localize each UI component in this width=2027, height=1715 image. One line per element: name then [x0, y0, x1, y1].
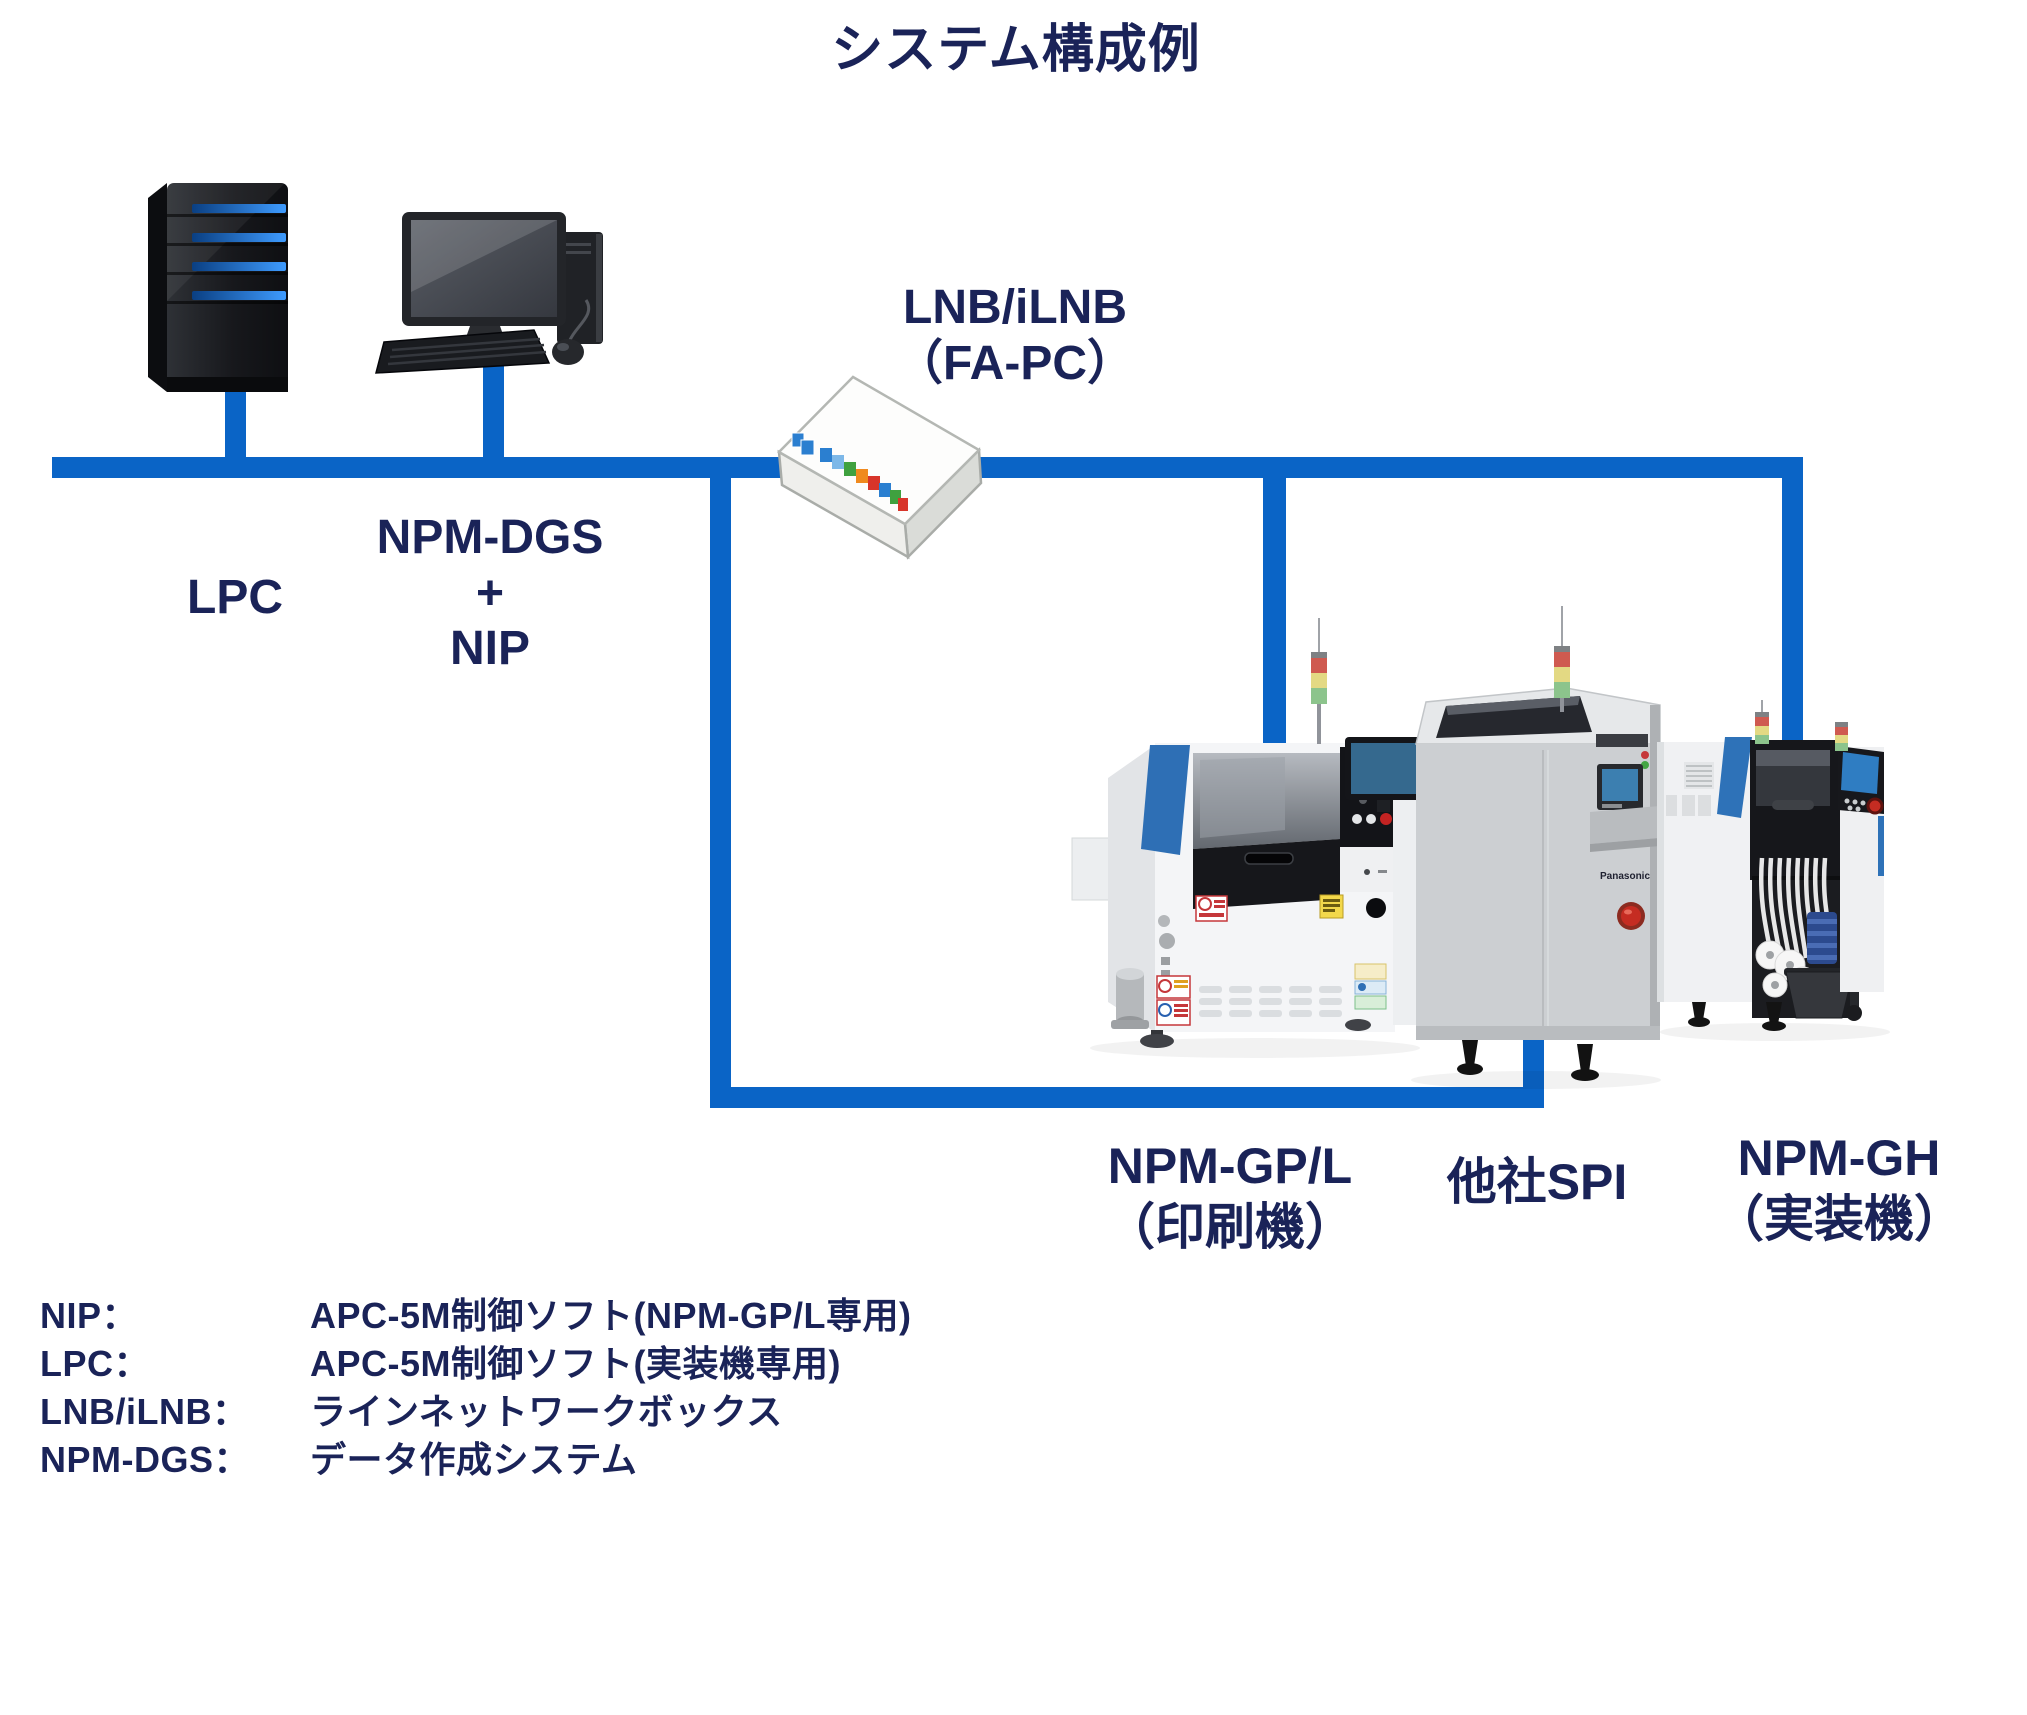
- label-npm-gh: NPM-GH （実装機）: [1714, 1128, 1964, 1250]
- legend-desc: ラインネットワークボックス: [310, 1391, 783, 1432]
- machines-illustration: Panasonic: [1071, 606, 1890, 1089]
- legend-term: LPC：: [40, 1343, 151, 1384]
- legend-row: LPC： APC-5M制御ソフト(実装機専用): [40, 1340, 911, 1388]
- machine-npm-gpl-icon: [1071, 618, 1422, 1048]
- label-npm-dgs-line3: NIP: [449, 622, 531, 676]
- signal-tower-icon: [1755, 700, 1769, 744]
- legend-desc: APC-5M制御ソフト(NPM-GP/L専用): [310, 1295, 912, 1336]
- loop-vertical-line: [710, 477, 731, 1108]
- server-drop-line: [225, 386, 246, 457]
- svg-text:Panasonic: Panasonic: [1600, 871, 1650, 882]
- server-icon: [148, 183, 288, 392]
- pc-drop-line: [483, 362, 504, 457]
- loop-horizontal-line: [710, 1087, 1544, 1108]
- label-npm-dgs-nip: NPM-DGS + NIP: [377, 510, 604, 677]
- network-lines: [52, 362, 1803, 1108]
- legend-term: NPM-DGS：: [40, 1439, 250, 1480]
- legend-term: LNB/iLNB：: [40, 1391, 249, 1432]
- printer-drop-line: [1263, 477, 1286, 743]
- page-title: システム構成例: [831, 21, 1201, 79]
- signal-tower-icon: [1554, 606, 1570, 712]
- label-npm-gpl: NPM-GP/L （印刷機）: [1105, 1136, 1355, 1258]
- label-npm-dgs-line2: +: [475, 566, 505, 620]
- desktop-pc-icon: [375, 212, 603, 374]
- machine-npm-gh-icon: [1657, 700, 1884, 1031]
- signal-tower-icon: [1835, 722, 1848, 751]
- label-lnb-line1: LNB/iLNB: [903, 281, 1127, 334]
- legend-desc: APC-5M制御ソフト(実装機専用): [310, 1343, 841, 1384]
- label-npm-gh-line1: NPM-GH: [1737, 1130, 1941, 1186]
- label-npm-dgs-line1: NPM-DGS: [376, 511, 604, 564]
- label-lnb: LNB/iLNB （FA-PC）: [895, 280, 1135, 391]
- signal-tower-icon: [1311, 618, 1327, 744]
- legend-term: NIP：: [40, 1295, 139, 1336]
- legend-desc: データ作成システム: [310, 1439, 638, 1480]
- label-npm-gpl-line1: NPM-GP/L: [1107, 1138, 1353, 1194]
- label-spi: 他社SPI: [1446, 1154, 1628, 1210]
- legend: NIP： APC-5M制御ソフト(NPM-GP/L専用) LPC： APC-5M…: [40, 1292, 911, 1484]
- label-lpc: LPC: [187, 571, 283, 624]
- machine-spi-icon: Panasonic: [1415, 606, 1661, 1081]
- legend-row: NPM-DGS： データ作成システム: [40, 1436, 911, 1484]
- legend-row: NIP： APC-5M制御ソフト(NPM-GP/L専用): [40, 1292, 911, 1340]
- label-npm-gh-line2: （実装機）: [1714, 1191, 1964, 1247]
- legend-row: LNB/iLNB： ラインネットワークボックス: [40, 1388, 911, 1436]
- mounter-drop-line: [1782, 477, 1803, 749]
- label-npm-gpl-line2: （印刷機）: [1105, 1199, 1355, 1255]
- lnb-network-box-icon: [776, 375, 983, 560]
- label-lnb-line2: （FA-PC）: [894, 336, 1136, 390]
